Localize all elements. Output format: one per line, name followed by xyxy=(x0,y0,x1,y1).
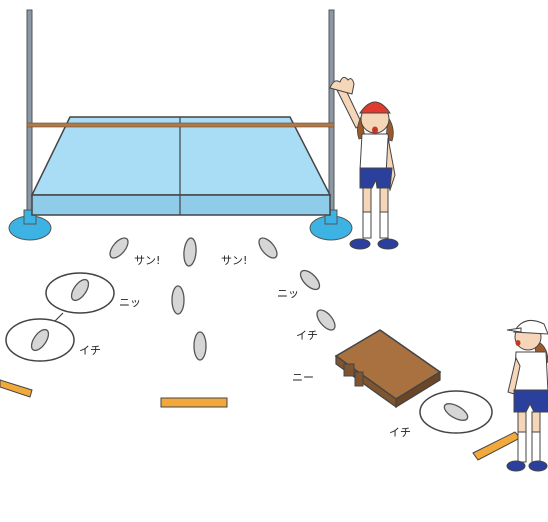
footprint xyxy=(256,235,281,261)
label-san-left: サン! xyxy=(134,254,160,267)
label-san-right: サン! xyxy=(221,254,247,267)
label-ni-right: ニッ xyxy=(277,287,299,300)
footprint xyxy=(172,286,184,314)
footprint xyxy=(107,235,132,261)
footprint xyxy=(194,332,206,360)
footprint xyxy=(183,238,197,267)
label-ichi-right: イチ xyxy=(296,329,318,342)
label-nii: ニー xyxy=(292,371,314,384)
landing-mat xyxy=(32,117,330,215)
footprint xyxy=(297,267,322,292)
label-ichi-left: イチ xyxy=(79,344,101,357)
crossbar xyxy=(27,123,334,127)
girl-white-cap xyxy=(507,320,548,471)
step-box xyxy=(336,330,440,407)
label-ichi-bottom: イチ xyxy=(389,426,411,439)
right-circled-footprint xyxy=(420,391,492,433)
label-ni-left: ニッ xyxy=(119,296,141,309)
